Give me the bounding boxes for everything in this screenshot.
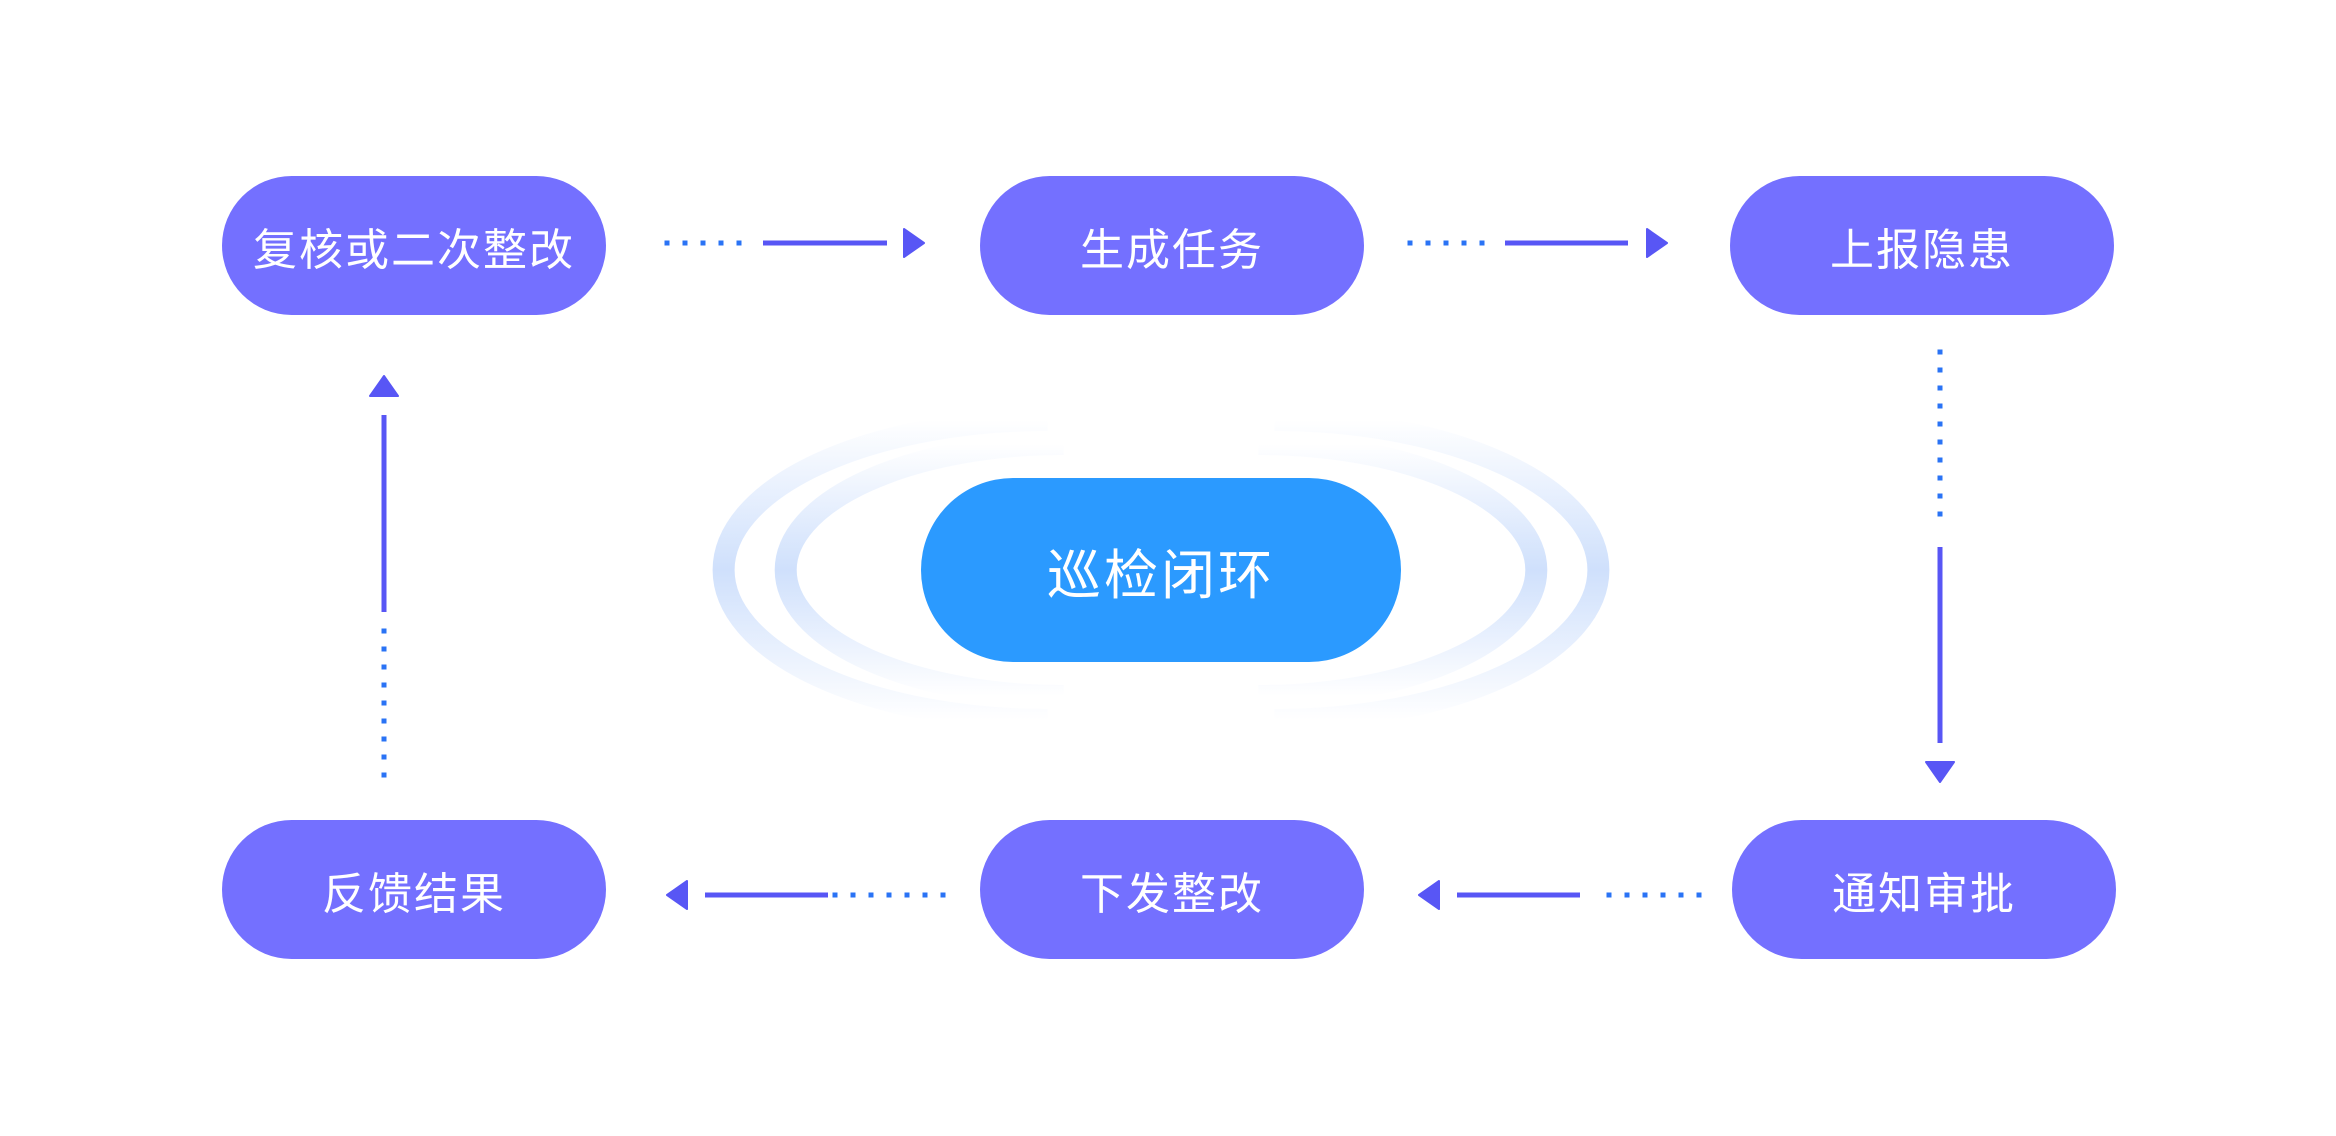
connector-notify-issue-dot bbox=[1624, 892, 1630, 898]
step-label: 上报隐患 bbox=[1830, 224, 2014, 276]
step-notify-approve[interactable]: 通知审批 bbox=[1732, 820, 2116, 959]
step-label: 通知审批 bbox=[1832, 868, 2016, 920]
connector-review-generate-dot bbox=[682, 240, 688, 246]
center-node-label: 巡检闭环 bbox=[1047, 543, 1275, 607]
connector-feedback-review-dot bbox=[381, 754, 387, 760]
connector-feedback-review-dot bbox=[381, 646, 387, 652]
connector-report-notify-dot bbox=[1937, 439, 1943, 445]
connector-generate-report-dot bbox=[1425, 240, 1431, 246]
connector-feedback-review-dot bbox=[381, 664, 387, 670]
connector-feedback-review-dot bbox=[381, 718, 387, 724]
connector-report-notify-dot bbox=[1937, 349, 1943, 355]
connector-feedback-review-dot bbox=[381, 628, 387, 634]
connector-notify-issue-dot bbox=[1678, 892, 1684, 898]
connector-review-generate-dot bbox=[718, 240, 724, 246]
connector-notify-issue-dot bbox=[1696, 892, 1702, 898]
connector-issue-feedback-arrowhead-icon bbox=[666, 880, 688, 910]
connector-issue-feedback-dot bbox=[850, 892, 856, 898]
connector-report-notify-dot bbox=[1937, 493, 1943, 499]
connector-review-generate-arrowhead-icon bbox=[903, 228, 925, 258]
connector-report-notify-arrowhead-icon bbox=[1925, 761, 1955, 783]
connector-issue-feedback-dot bbox=[940, 892, 946, 898]
step-label: 复核或二次整改 bbox=[253, 224, 575, 276]
step-generate-task[interactable]: 生成任务 bbox=[980, 176, 1364, 315]
step-report-hazard[interactable]: 上报隐患 bbox=[1730, 176, 2114, 315]
connector-review-generate-dot bbox=[700, 240, 706, 246]
connector-report-notify-dot bbox=[1937, 385, 1943, 391]
step-issue-rectification[interactable]: 下发整改 bbox=[980, 820, 1364, 959]
connector-report-notify-dot bbox=[1937, 475, 1943, 481]
connector-generate-report-dot bbox=[1479, 240, 1485, 246]
connector-report-notify-dot bbox=[1937, 511, 1943, 517]
step-label: 反馈结果 bbox=[322, 868, 506, 920]
connector-review-generate-dot bbox=[664, 240, 670, 246]
step-label: 下发整改 bbox=[1080, 868, 1264, 920]
step-label: 生成任务 bbox=[1080, 224, 1264, 276]
connector-feedback-review-dot bbox=[381, 682, 387, 688]
connector-notify-issue-dot bbox=[1660, 892, 1666, 898]
connector-feedback-review-arrowhead-icon bbox=[369, 375, 399, 397]
connector-issue-feedback-dot bbox=[868, 892, 874, 898]
connector-notify-issue-arrowhead-icon bbox=[1418, 880, 1440, 910]
connector-report-notify-dot bbox=[1937, 421, 1943, 427]
step-review-or-rework[interactable]: 复核或二次整改 bbox=[222, 176, 606, 315]
connector-feedback-review-dot bbox=[381, 772, 387, 778]
connector-issue-feedback-dot bbox=[886, 892, 892, 898]
connector-report-notify-dot bbox=[1937, 403, 1943, 409]
connector-feedback-review-dot bbox=[381, 736, 387, 742]
connector-review-generate-dot bbox=[736, 240, 742, 246]
step-feedback-result[interactable]: 反馈结果 bbox=[222, 820, 606, 959]
connector-report-notify-dot bbox=[1937, 367, 1943, 373]
connector-notify-issue-dot bbox=[1642, 892, 1648, 898]
connector-issue-feedback-dot bbox=[922, 892, 928, 898]
connector-generate-report-dot bbox=[1443, 240, 1449, 246]
connector-issue-feedback-dot bbox=[832, 892, 838, 898]
connector-generate-report-dot bbox=[1407, 240, 1413, 246]
connector-feedback-review-dot bbox=[381, 700, 387, 706]
connector-generate-report-arrowhead-icon bbox=[1646, 228, 1668, 258]
connector-notify-issue-dot bbox=[1606, 892, 1612, 898]
connector-generate-report-dot bbox=[1461, 240, 1467, 246]
center-node-inspection-loop[interactable]: 巡检闭环 bbox=[921, 478, 1401, 662]
connector-issue-feedback-dot bbox=[904, 892, 910, 898]
connector-report-notify-dot bbox=[1937, 457, 1943, 463]
